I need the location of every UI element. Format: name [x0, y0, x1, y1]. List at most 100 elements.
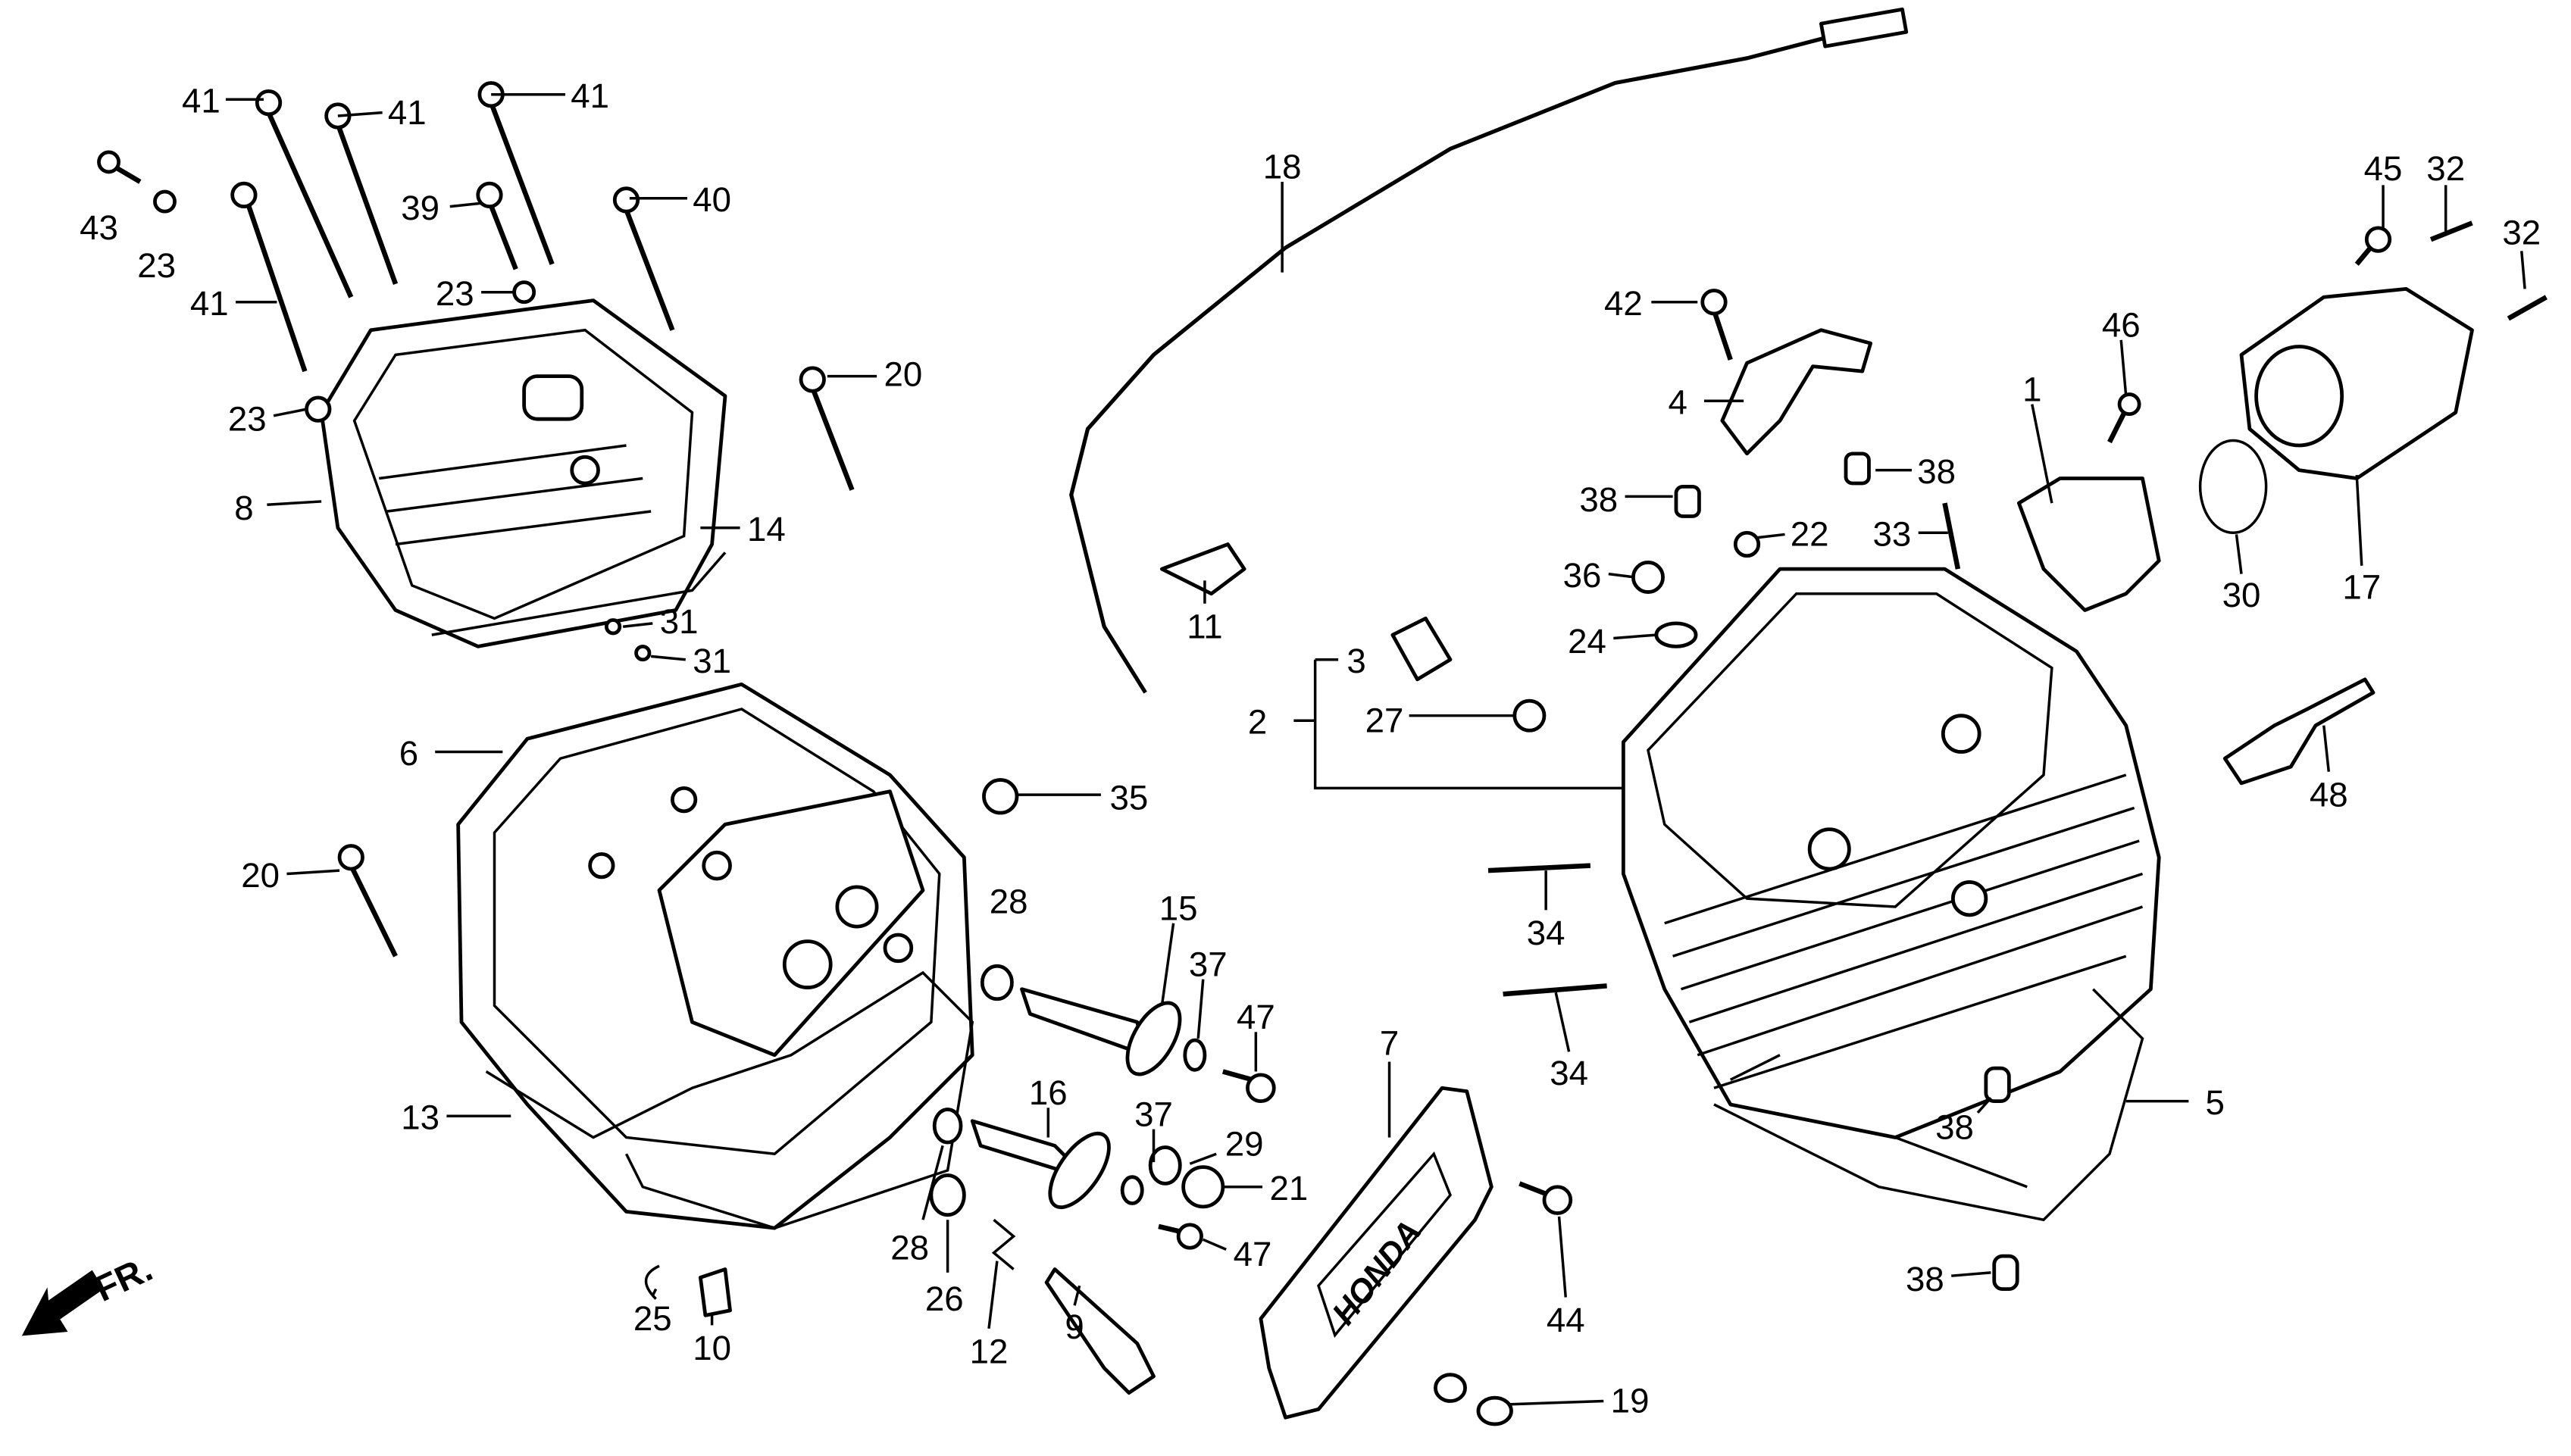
side-cover-gasket: [485, 970, 974, 1229]
callout-leader-line: [921, 1145, 944, 1220]
callout-label: 25: [633, 1299, 672, 1338]
cylinder-base-gasket: [1713, 988, 2144, 1222]
callout-leader-line: [1951, 1271, 1991, 1277]
cylinder: [1621, 567, 2161, 1139]
cable-bracket: [1159, 542, 1246, 596]
callout-label: 48: [2310, 775, 2348, 814]
callout-label: 14: [747, 510, 786, 548]
callout-label: 30: [2222, 576, 2261, 614]
callout-label: 21: [1269, 1169, 1308, 1208]
callout-leader-line: [449, 202, 482, 208]
callout-label: 41: [182, 82, 221, 120]
callout-label: 46: [2102, 305, 2141, 344]
callout-label: 17: [2342, 567, 2381, 606]
callout-label: 45: [2364, 149, 2403, 188]
callout-leader-line: [651, 1288, 658, 1297]
callout-label: 24: [1568, 622, 1606, 661]
callout-leader-line: [286, 869, 340, 876]
callout-label: 16: [1029, 1073, 1068, 1112]
front-label: FR.: [89, 1248, 158, 1310]
callout-label: 38: [1906, 1260, 1944, 1298]
callout-leader-line: [1554, 992, 1571, 1052]
arm: [1044, 1267, 1156, 1395]
callout-leader-line: [2235, 534, 2243, 574]
callout-label: 26: [925, 1279, 964, 1318]
gear: [1125, 1001, 1182, 1076]
spark-plug: [2222, 677, 2376, 786]
shaft: [1020, 987, 1148, 1058]
callout-label: 37: [1189, 945, 1228, 983]
callout-label: 38: [1935, 1108, 1974, 1147]
cylinder-head: [456, 682, 974, 1230]
callout-leader-line: [2119, 339, 2128, 396]
bolts: [97, 81, 2548, 1250]
gear: [1048, 1131, 1111, 1210]
cable-end: [1819, 7, 1909, 48]
callout-label: 23: [436, 274, 474, 313]
callout-label: 41: [388, 93, 427, 132]
callout-label: 44: [1547, 1301, 1585, 1339]
callout-label: 7: [1380, 1024, 1399, 1063]
callout-label: 1: [2022, 370, 2041, 408]
callout-label: 11: [1187, 607, 1222, 645]
callout-label: 32: [2426, 149, 2465, 188]
small-parts: [153, 189, 2019, 1426]
callout-label: 2: [1248, 703, 1267, 742]
callout-leader-line: [267, 500, 322, 507]
callout-label: 40: [693, 180, 731, 219]
callout-leader-line: [1160, 923, 1175, 1006]
callout-leader-line: [2031, 404, 2053, 504]
callout-label: 19: [1611, 1382, 1650, 1420]
callout-label: 32: [2502, 214, 2541, 252]
callout-label: 5: [2205, 1083, 2224, 1122]
callout-label: 38: [1579, 480, 1618, 519]
cylinder-head-cover: [319, 298, 727, 648]
callout-leader-line: [2322, 725, 2331, 772]
callout-leader-line: [1203, 1238, 1227, 1251]
cable: [1069, 35, 1830, 694]
callout-label: 10: [693, 1329, 731, 1367]
arrow-left-icon: [21, 1270, 104, 1336]
head-cover-gasket: [431, 551, 727, 636]
callout-label: 22: [1791, 515, 1829, 554]
callout-label: 15: [1159, 889, 1198, 927]
callout-label: 23: [228, 399, 267, 438]
callout-leader-line: [1073, 1285, 1081, 1306]
callout-label: 47: [1234, 1235, 1272, 1273]
callout-leader-line: [273, 408, 307, 417]
callout-label: 31: [693, 642, 731, 680]
callout-label: 34: [1527, 914, 1565, 952]
callout-leader-line: [337, 111, 383, 117]
callout-label: 3: [1346, 642, 1365, 680]
callout-label: 38: [1917, 452, 1956, 491]
callout-label: 23: [137, 246, 176, 285]
callout-label: 31: [660, 602, 699, 641]
callout-label: 36: [1563, 556, 1602, 595]
callout-label: 9: [1065, 1308, 1084, 1346]
callout-label: 37: [1134, 1095, 1173, 1133]
clamp-bracket: [1720, 328, 1873, 456]
callout-label: 20: [241, 856, 280, 895]
callout-leader-line: [1557, 1216, 1567, 1298]
callout-label: 33: [1873, 515, 1912, 554]
callout-label: 42: [1604, 284, 1643, 323]
callout-label: 4: [1668, 383, 1687, 422]
callout-leader-line: [987, 1261, 999, 1329]
callout-label: 8: [234, 489, 253, 527]
callout-label: 41: [190, 284, 229, 323]
callout-label: 27: [1365, 701, 1404, 739]
callout-leader-line: [1196, 979, 1205, 1039]
callout-label: 43: [80, 208, 118, 247]
callout-leader-line: [1508, 1399, 1604, 1406]
callout-label: 20: [884, 355, 923, 394]
callout-label: 28: [890, 1228, 929, 1267]
callout-label: 39: [401, 189, 439, 227]
callout-leader-line: [1756, 533, 1785, 539]
o-ring: [2198, 439, 2268, 535]
callout-label: 12: [970, 1332, 1009, 1370]
callout-leader-line: [1189, 1152, 1217, 1165]
callout-bracket: [1293, 659, 1624, 790]
callout-label: 18: [1263, 148, 1302, 186]
